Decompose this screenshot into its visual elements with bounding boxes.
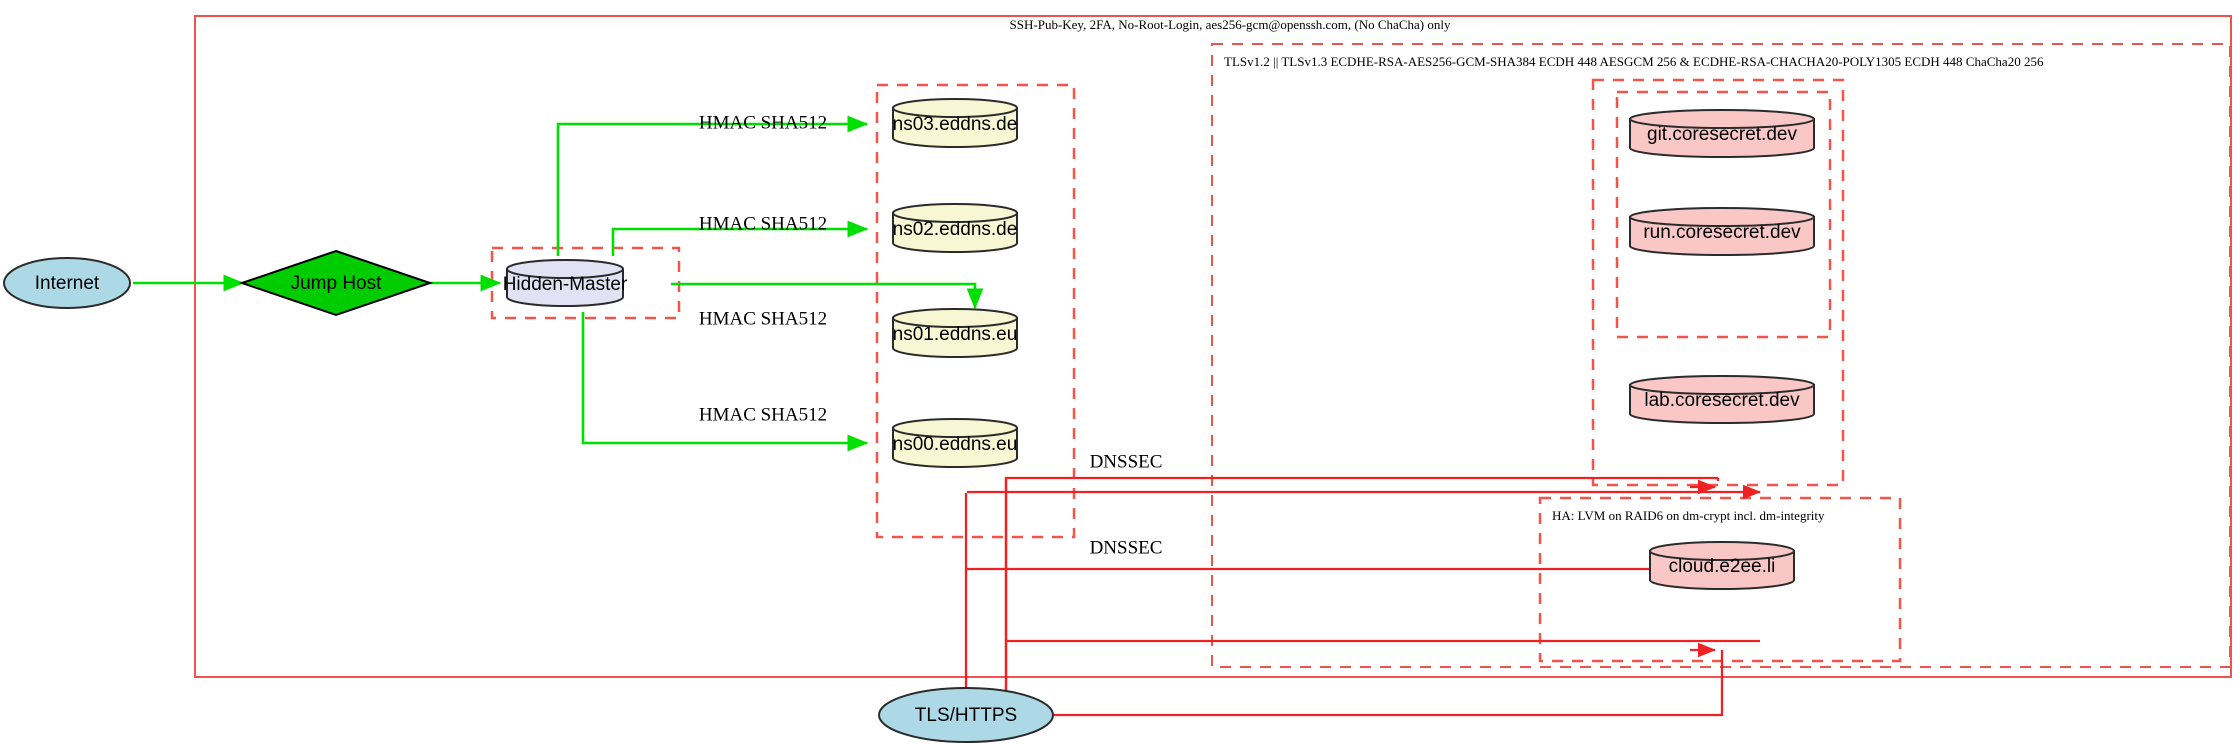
- edge-hidden-ns03: [556, 115, 869, 256]
- node-run-coresecret[interactable]: run.coresecret.dev: [1629, 207, 1815, 256]
- edge-tls-out-right: [1053, 650, 1724, 717]
- node-cloud-e2ee[interactable]: cloud.e2ee.li: [1649, 541, 1795, 590]
- node-tls-https-label: TLS/HTTPS: [915, 705, 1017, 726]
- cluster-tls-label: TLSv1.2 || TLSv1.3 ECDHE-RSA-AES256-GCM-…: [1224, 54, 2044, 69]
- cluster-ssh-label: SSH-Pub-Key, 2FA, No-Root-Login, aes256-…: [1010, 17, 1451, 32]
- node-git-coresecret[interactable]: git.coresecret.dev: [1629, 109, 1815, 158]
- node-ns03[interactable]: ns03.eddns.de: [892, 98, 1018, 148]
- edge-label-hmac-ns00: HMAC SHA512: [699, 404, 827, 425]
- node-ns02-label: ns02.eddns.de: [893, 219, 1018, 240]
- node-lab-coresecret-label: lab.coresecret.dev: [1644, 390, 1800, 411]
- edge-hidden-ns00: [581, 312, 869, 452]
- edge-label-hmac-ns02: HMAC SHA512: [699, 213, 827, 234]
- edge-label-dnssec-lower: DNSSEC: [1090, 537, 1163, 558]
- node-ns01[interactable]: ns01.eddns.eu: [892, 308, 1018, 358]
- node-tls-https[interactable]: TLS/HTTPS: [878, 687, 1054, 743]
- edge-label-dnssec-upper: DNSSEC: [1090, 451, 1163, 472]
- edge-dnssec-upper: [966, 484, 1762, 500]
- cluster-coresecret: [1591, 78, 1845, 487]
- node-lab-coresecret[interactable]: lab.coresecret.dev: [1629, 375, 1815, 424]
- cluster-git-run: [1615, 90, 1832, 339]
- node-ns02[interactable]: ns02.eddns.de: [892, 203, 1018, 253]
- edge-dnssec-lower: [966, 567, 1760, 571]
- node-ns00-label: ns00.eddns.eu: [893, 434, 1018, 455]
- node-ns01-label: ns01.eddns.eu: [893, 324, 1018, 345]
- edge-label-hmac-ns01: HMAC SHA512: [699, 308, 827, 329]
- node-git-coresecret-label: git.coresecret.dev: [1647, 124, 1797, 145]
- node-cloud-e2ee-label: cloud.e2ee.li: [1669, 556, 1776, 577]
- node-hidden-master-label: Hidden-Master: [503, 274, 628, 295]
- node-run-coresecret-label: run.coresecret.dev: [1643, 222, 1801, 243]
- edge-label-hmac-ns03: HMAC SHA512: [699, 112, 827, 133]
- node-internet-label: Internet: [35, 273, 100, 294]
- edge-hidden-ns01: [671, 282, 984, 310]
- node-ns00[interactable]: ns00.eddns.eu: [892, 418, 1018, 468]
- node-jumphost[interactable]: Jump Host: [238, 249, 434, 317]
- cluster-cloud: [1538, 496, 1902, 663]
- node-ns03-label: ns03.eddns.de: [893, 114, 1018, 135]
- cluster-ha-label: HA: LVM on RAID6 on dm-crypt incl. dm-in…: [1552, 508, 1825, 523]
- cluster-dns: [875, 83, 1076, 539]
- node-hidden-master[interactable]: Hidden-Master: [503, 259, 628, 307]
- node-jumphost-label: Jump Host: [291, 273, 383, 294]
- edge-hidden-ns02: [611, 220, 869, 256]
- node-internet[interactable]: Internet: [3, 257, 131, 309]
